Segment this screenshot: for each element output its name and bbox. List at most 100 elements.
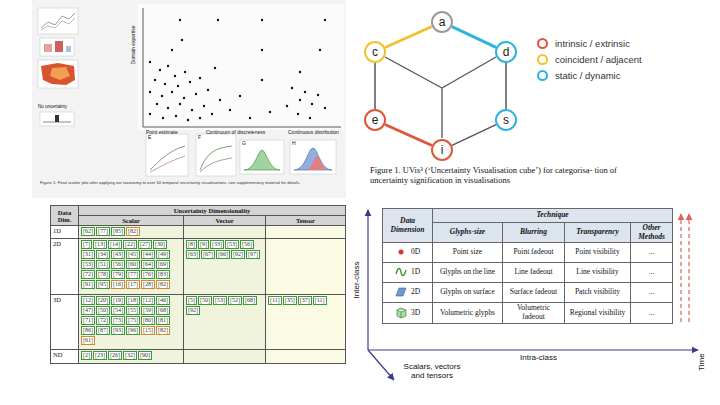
axis-arrow xyxy=(368,349,698,350)
reference-number: [64] xyxy=(141,260,155,269)
scatter-point xyxy=(181,39,183,41)
table-cell-text: Glyphs on the line xyxy=(440,267,495,276)
table-header: Other Methods xyxy=(631,223,673,243)
axis-label: Continuum of discreteness xyxy=(206,130,265,136)
reference-number: [5] xyxy=(186,296,197,305)
table-cell: [7][13][14][22][27][30][31][34][43][45][… xyxy=(79,239,184,295)
vertex-letter: e xyxy=(372,113,379,127)
table-cell-text: Line fadeout xyxy=(514,267,552,276)
map-shape xyxy=(50,67,70,80)
table-cell-text: Volumetric fadeout xyxy=(517,303,550,321)
reference-number: [72] xyxy=(81,270,95,279)
cube-edge xyxy=(385,57,442,88)
axis-title: Domain expertise xyxy=(131,26,137,65)
reference-number: [32] xyxy=(123,351,137,360)
reference-number: [20] xyxy=(96,296,110,305)
distribution-shape xyxy=(244,150,280,170)
reference-number: [33] xyxy=(210,240,224,249)
reference-number: [44] xyxy=(141,250,155,259)
reference-number: [50] xyxy=(198,296,212,305)
table-cell: [5][50][53][52][68][92] xyxy=(184,295,266,350)
scatter-point xyxy=(324,19,326,21)
scatter-point xyxy=(167,65,169,67)
axis-label: Continuous distribution xyxy=(288,130,339,136)
dimensionality-table: Data Dim.Uncertainty DimensionalityScala… xyxy=(50,205,346,364)
table-cell: [11][35][37][11] xyxy=(266,295,346,350)
time-line xyxy=(688,214,689,322)
table-header: Other Methods xyxy=(638,223,665,241)
reference-number: [77] xyxy=(96,227,110,236)
table-cell: Patch visibility xyxy=(565,283,631,303)
table-cell: [12][20][19][18][12][46][47][50][54][55]… xyxy=(79,295,184,350)
table-header: Scalar xyxy=(122,217,140,224)
thumbnail-line xyxy=(41,18,75,30)
reference-number: [69] xyxy=(156,260,170,269)
reference-number: [13] xyxy=(93,240,107,249)
scatter-point xyxy=(183,97,185,99)
reference-number: [35] xyxy=(283,296,297,305)
table-cell xyxy=(266,226,346,239)
thumbnail-line xyxy=(150,156,185,172)
table-header: Glyphs-size xyxy=(433,223,503,243)
reference-number: [54] xyxy=(111,306,125,315)
axis-label: Inter-class xyxy=(352,262,361,299)
x-axis xyxy=(143,127,341,128)
table-cell: ... xyxy=(631,283,673,303)
table-cell xyxy=(184,226,266,239)
scatter-point xyxy=(164,83,166,85)
reference-number: [61] xyxy=(81,336,95,345)
reference-number: [15] xyxy=(141,326,155,335)
cube-edge xyxy=(452,27,496,48)
reference-number: [95] xyxy=(96,280,110,289)
reference-number: [81] xyxy=(156,316,170,325)
scatter-point xyxy=(261,49,263,51)
scatter-point xyxy=(207,89,209,91)
legend-text: static / dynamic xyxy=(555,70,620,81)
table-cell: 1D xyxy=(51,226,79,239)
axis-arrow xyxy=(368,350,394,380)
reference-number: [86] xyxy=(81,326,95,335)
dimension-icon xyxy=(395,246,408,259)
vertex-letter: i xyxy=(441,143,444,157)
reference-number: [76] xyxy=(141,270,155,279)
reference-number: [79] xyxy=(111,270,125,279)
thumbnail-label: No uncertainty xyxy=(38,104,67,109)
scatter-point xyxy=(156,103,158,105)
scatter-point xyxy=(309,117,311,119)
reference-number: [34] xyxy=(96,250,110,259)
table-cell-text: ... xyxy=(649,247,655,256)
cube-vertex: i xyxy=(431,139,453,161)
table-header: Uncertainty Dimensionality xyxy=(79,206,346,216)
thumbnail xyxy=(38,8,78,34)
table-cell: 0D xyxy=(383,243,433,263)
scatter-point xyxy=(317,94,319,96)
reference-number: [26] xyxy=(108,351,122,360)
vertex-letter: d xyxy=(503,45,510,59)
thumbnail-line xyxy=(200,158,232,172)
cube-edge xyxy=(385,124,432,145)
scatter-point xyxy=(179,103,181,105)
reference-number: [67] xyxy=(201,250,215,259)
table-cell: 2D xyxy=(51,239,79,295)
thumbnail-frame xyxy=(290,140,336,174)
table-cell-text: Line visibility xyxy=(576,267,618,276)
reference-number: [22] xyxy=(123,240,137,249)
scatter-point xyxy=(214,67,216,69)
table-cell-text: ... xyxy=(649,287,655,296)
table-cell-text: Volumetric glyphs xyxy=(440,308,495,317)
row-head: 3D xyxy=(385,306,430,319)
table-cell: [8][9][33][53][56][63][67][66][92][97] xyxy=(184,239,266,295)
reference-number: [82] xyxy=(156,280,170,289)
reference-number: [80] xyxy=(141,316,155,325)
table-header: Blurring xyxy=(503,223,565,243)
reference-number: [46] xyxy=(156,296,170,305)
y-axis xyxy=(143,8,144,127)
thumbnail-frame xyxy=(40,112,74,126)
scatter-point xyxy=(177,85,179,87)
table-cell xyxy=(266,239,346,295)
reference-number: [28] xyxy=(141,280,155,289)
reference-number: [53] xyxy=(225,240,239,249)
table-cell: Volumetric glyphs xyxy=(433,303,503,323)
reference-number: [73] xyxy=(111,316,125,325)
reference-number: [16] xyxy=(111,280,125,289)
